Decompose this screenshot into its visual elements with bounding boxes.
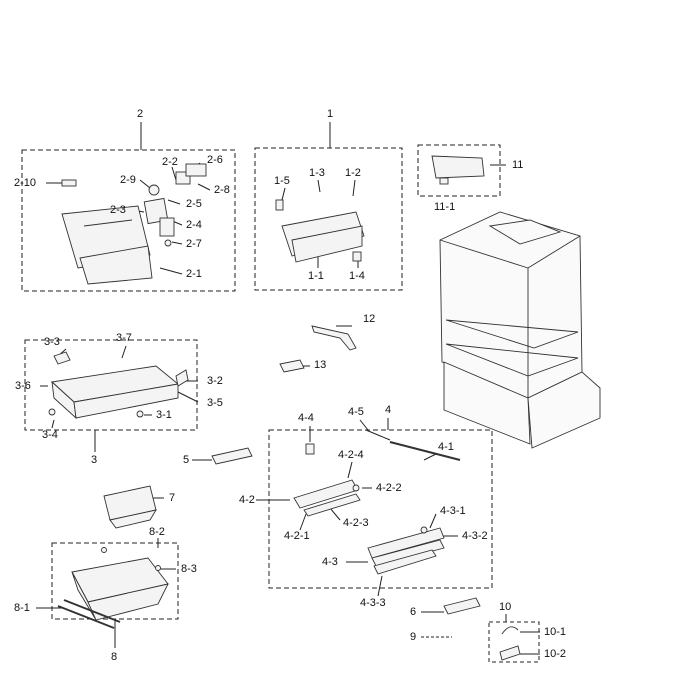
part-label-2-9: 2-9 bbox=[120, 174, 136, 186]
group-label-3: 3 bbox=[91, 454, 98, 466]
group-label-11: 11 bbox=[512, 159, 524, 171]
part-label-2-6: 2-6 bbox=[207, 154, 223, 166]
part-label-5: 5 bbox=[183, 454, 190, 466]
fan-motor-part bbox=[143, 163, 207, 247]
group-4-box bbox=[268, 429, 493, 589]
group-1-box bbox=[254, 147, 403, 291]
part-label-1-5: 1-5 bbox=[274, 175, 290, 187]
part-label-8-1: 8-1 bbox=[14, 602, 30, 614]
part-label-2-8: 2-8 bbox=[214, 184, 230, 196]
part-label-8-2: 8-2 bbox=[149, 526, 165, 538]
group-label-4: 4 bbox=[385, 404, 392, 416]
part-label-1-1: 1-1 bbox=[308, 270, 324, 282]
part-label-4-2-3: 4-2-3 bbox=[343, 517, 369, 529]
part-label-2-1: 2-1 bbox=[186, 268, 202, 280]
group-label-10: 10 bbox=[499, 601, 512, 613]
pad-part bbox=[279, 359, 305, 373]
part-label-3-2: 3-2 bbox=[207, 375, 223, 387]
part-label-3-6: 3-6 bbox=[15, 380, 31, 392]
duct-assembly-part bbox=[275, 199, 365, 263]
group-11-box bbox=[417, 144, 501, 197]
evaporator-cover-part bbox=[61, 205, 153, 285]
part-label-9: 9 bbox=[410, 631, 417, 643]
part-label-1-2: 1-2 bbox=[345, 167, 361, 179]
part-label-2-3: 2-3 bbox=[110, 204, 126, 216]
part-label-4-4: 4-4 bbox=[298, 412, 314, 424]
part-label-4-3-2: 4-3-2 bbox=[462, 530, 488, 542]
bracket-part bbox=[211, 447, 253, 465]
rail-part bbox=[293, 441, 461, 575]
part-label-3-7: 3-7 bbox=[116, 332, 132, 344]
part-label-1-4: 1-4 bbox=[349, 270, 365, 282]
part-label-1-3: 1-3 bbox=[309, 167, 325, 179]
group-label-2: 2 bbox=[137, 108, 144, 120]
part-label-4-2-4: 4-2-4 bbox=[338, 449, 364, 461]
part-label-7: 7 bbox=[169, 492, 176, 504]
part-label-13: 13 bbox=[314, 359, 327, 371]
part-label-2-7: 2-7 bbox=[186, 238, 202, 250]
part-label-4-3: 4-3 bbox=[322, 556, 338, 568]
part-label-3-4: 3-4 bbox=[42, 429, 58, 441]
part-label-10-2: 10-2 bbox=[544, 648, 567, 660]
part-label-4-2: 4-2 bbox=[239, 494, 255, 506]
group-2-box bbox=[21, 149, 236, 292]
handle-part bbox=[311, 325, 357, 351]
part-label-8-3: 8-3 bbox=[181, 563, 197, 575]
drawer-part bbox=[48, 351, 189, 420]
group-label-8: 8 bbox=[111, 651, 118, 663]
part-label-6: 6 bbox=[410, 606, 417, 618]
part-label-2-10: 2-10 bbox=[14, 177, 37, 189]
group-3-box bbox=[24, 339, 198, 431]
part-label-3-5: 3-5 bbox=[207, 397, 223, 409]
part-label-4-2-2: 4-2-2 bbox=[376, 482, 402, 494]
cabinet-part bbox=[439, 211, 601, 449]
small-basket-part bbox=[103, 485, 157, 529]
part-label-11-1: 11-1 bbox=[434, 201, 456, 213]
small-bracket-part bbox=[443, 597, 481, 615]
part-label-4-2-1: 4-2-1 bbox=[284, 530, 310, 542]
part-label-3-3: 3-3 bbox=[44, 336, 60, 348]
part-label-10-1: 10-1 bbox=[544, 626, 567, 638]
part-label-2-5: 2-5 bbox=[186, 198, 202, 210]
part-label-4-3-1: 4-3-1 bbox=[440, 505, 466, 517]
group-label-1: 1 bbox=[327, 108, 334, 120]
part-label-3-1: 3-1 bbox=[156, 409, 172, 421]
part-label-12: 12 bbox=[363, 313, 376, 325]
sensor-part bbox=[499, 626, 521, 661]
large-basket-part bbox=[57, 547, 169, 629]
group-10-box bbox=[488, 621, 540, 663]
part-label-4-1: 4-1 bbox=[438, 441, 454, 453]
screws-part bbox=[61, 179, 77, 187]
part-label-4-3-3: 4-3-3 bbox=[360, 597, 386, 609]
control-box-part bbox=[431, 155, 485, 185]
part-label-2-4: 2-4 bbox=[186, 219, 202, 231]
part-label-4-5: 4-5 bbox=[348, 406, 364, 418]
part-label-2-2: 2-2 bbox=[162, 156, 178, 168]
